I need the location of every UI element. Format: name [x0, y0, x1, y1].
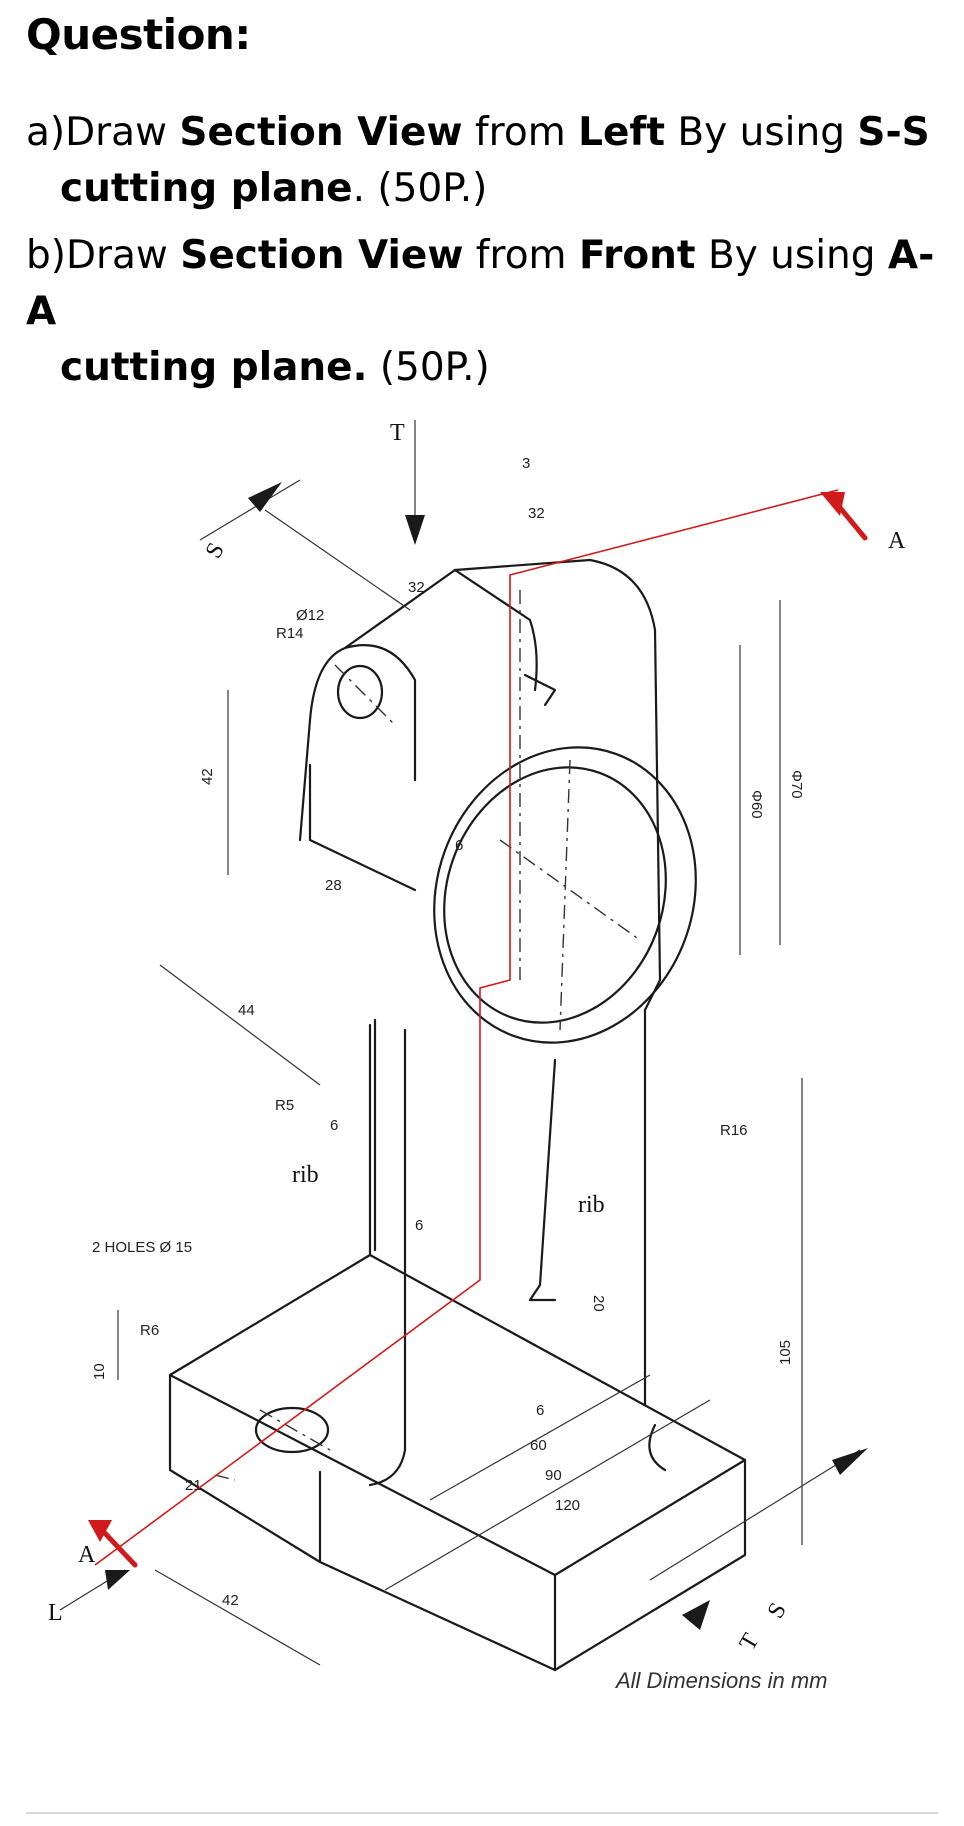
slot-right — [648, 1423, 667, 1472]
upper-block-front — [453, 568, 538, 692]
dim-6b: 6 — [330, 1117, 338, 1134]
section-label-l: L — [48, 1600, 63, 1626]
dim-line-44 — [159, 964, 321, 1086]
question-a: a)Draw Section View from Left By using S… — [26, 105, 930, 217]
qa-cutting-plane: cutting plane — [60, 166, 353, 211]
cutting-plane-a — [94, 489, 839, 1566]
dimensions-note: All Dimensions in mm — [616, 1668, 828, 1693]
dim-line-90 — [429, 1374, 651, 1501]
dim-21: 21 — [185, 1477, 202, 1494]
qa-by-using: By using — [665, 110, 858, 155]
arrow-l — [105, 1570, 130, 1590]
dim-6d: 6 — [536, 1402, 544, 1419]
dim-3: 3 — [522, 455, 530, 472]
qa-prefix: a)Draw — [26, 110, 180, 155]
dim-r14: R14 — [276, 625, 304, 642]
arrow-t-bottom — [682, 1600, 710, 1630]
section-label-a-bottom: A — [78, 1542, 96, 1568]
dim-6c: 6 — [415, 1217, 423, 1234]
qb-section-view: Section View — [180, 233, 464, 278]
qa-points: . (50P.) — [352, 166, 488, 211]
dim-line-s-bottom — [649, 1449, 861, 1581]
dim-105: 105 — [777, 1340, 794, 1365]
dim-90: 90 — [545, 1467, 562, 1484]
dim-dia60: Φ60 — [748, 790, 765, 819]
qa-plane-name: S-S — [857, 110, 930, 155]
question-b: b)Draw Section View from Front By using … — [26, 228, 964, 396]
dim-line-32 — [264, 509, 411, 611]
ring-outer — [433, 746, 697, 1044]
lug-outline — [298, 644, 417, 842]
qa-direction: Left — [578, 110, 666, 155]
dim-line-42b — [154, 1569, 321, 1666]
base-right-face — [553, 1458, 747, 1672]
rib-label-right: rib — [578, 1192, 605, 1218]
arrow-s-top — [248, 482, 282, 512]
dim-line-120 — [384, 1399, 711, 1591]
dim-6a: 6 — [455, 837, 463, 854]
dim-r6: R6 — [140, 1322, 159, 1339]
qb-cutting-plane: cutting plane. — [60, 345, 368, 390]
centerline-1 — [334, 664, 396, 726]
arrow-t-top — [405, 515, 425, 545]
dim-120: 120 — [555, 1497, 580, 1514]
section-label-a-top: A — [888, 528, 906, 554]
qb-prefix: b)Draw — [26, 233, 181, 278]
arrow-s-bottom — [832, 1448, 868, 1475]
dim-line-s-top — [199, 479, 301, 541]
qb-points: (50P.) — [367, 345, 490, 390]
hole-left — [254, 1406, 330, 1454]
qb-direction: Front — [578, 233, 696, 278]
support-left-inner — [368, 1028, 407, 1487]
arrowhead-a-top — [820, 492, 845, 516]
dim-dia70: Φ70 — [788, 770, 805, 799]
dim-28: 28 — [325, 877, 342, 894]
dim-dia12: Ø12 — [296, 607, 324, 624]
centerline-4 — [259, 1409, 331, 1451]
upper-block — [343, 558, 662, 1012]
bottom-divider — [26, 1812, 938, 1814]
arrowhead-a-bottom — [88, 1520, 112, 1542]
dim-32a: 32 — [408, 579, 425, 596]
qa-from: from — [462, 110, 579, 155]
dim-20: 20 — [590, 1295, 607, 1312]
hidden-2 — [214, 1474, 236, 1481]
dim-42b: 42 — [222, 1592, 239, 1609]
section-label-t-top: T — [390, 420, 405, 446]
lug-hole — [336, 664, 384, 720]
dim-10: 10 — [91, 1363, 108, 1380]
section-label-s-top: S — [201, 538, 230, 563]
qb-plane-name: A-A — [26, 233, 935, 334]
section-label-s-bottom: S — [763, 1598, 792, 1623]
qb-from: from — [463, 233, 579, 278]
dim-42: 42 — [199, 768, 216, 785]
dim-44: 44 — [238, 1002, 255, 1019]
centerline-3 — [559, 759, 571, 1031]
isometric-drawing: A A S S T T L rib rib 3 32 32 Ø12 R14 42… — [48, 420, 906, 1672]
qa-section-view: Section View — [179, 110, 463, 155]
question-heading: Question: — [26, 10, 251, 59]
dim-r16: R16 — [720, 1122, 748, 1139]
section-label-t-bottom: T — [735, 1629, 765, 1655]
dim-r5: R5 — [275, 1097, 294, 1114]
dim-32b: 32 — [528, 505, 545, 522]
lug-slot — [308, 763, 417, 892]
qb-by-using: By using — [695, 233, 888, 278]
arrow-a-bottom — [97, 1525, 138, 1568]
base-top-face — [168, 1253, 747, 1577]
web-notch — [523, 673, 557, 707]
dim-60: 60 — [530, 1437, 547, 1454]
base-lower-edge — [318, 1560, 557, 1672]
dim-holes: 2 HOLES Ø 15 — [92, 1239, 192, 1256]
rib-right — [528, 1058, 557, 1302]
base-front-face — [168, 1373, 322, 1564]
ring-inner — [443, 766, 667, 1024]
rib-label-left: rib — [292, 1162, 319, 1188]
centerline-2 — [499, 839, 641, 941]
